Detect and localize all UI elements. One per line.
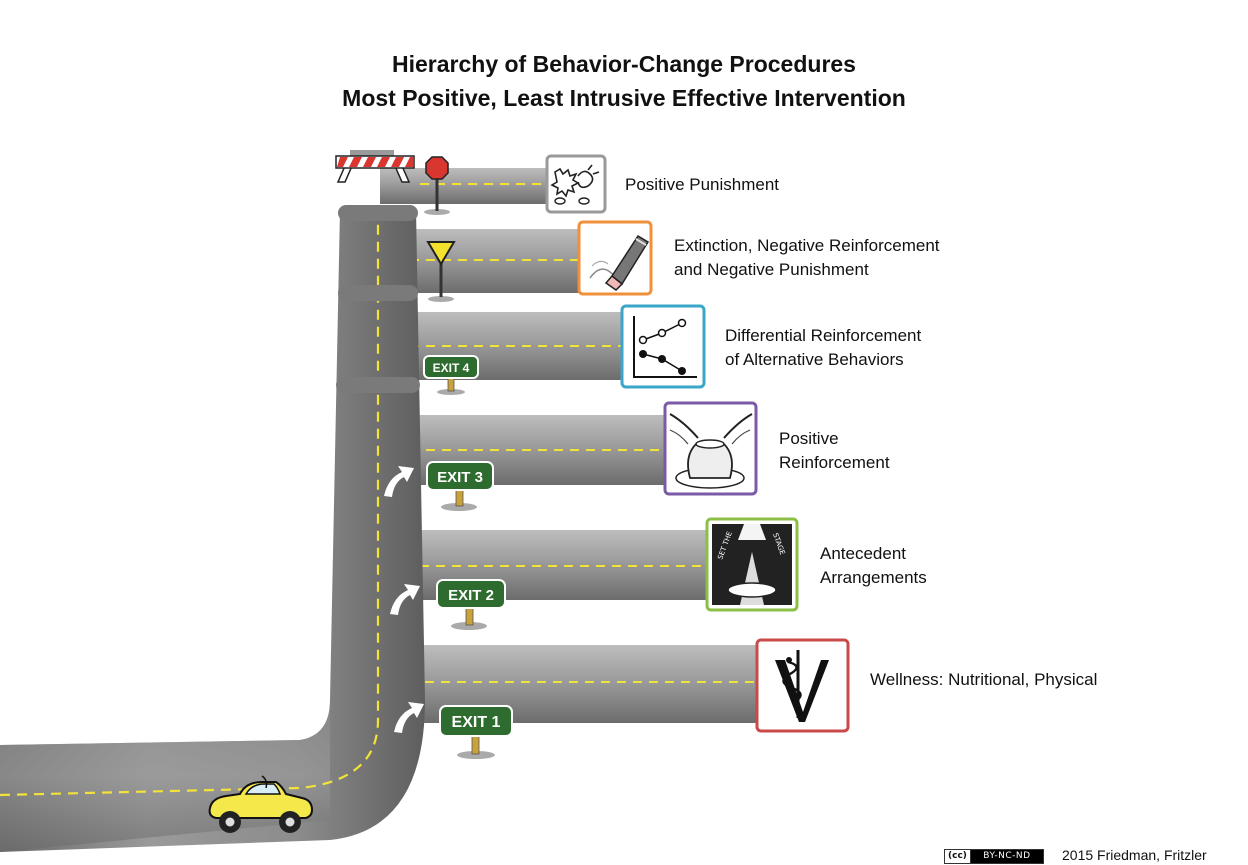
level-label-line: Antecedent	[820, 544, 907, 563]
turn-arrow-icon	[384, 466, 414, 497]
level-label-line: Extinction, Negative Reinforcement	[674, 236, 940, 255]
level-label-line: of Alternative Behaviors	[725, 350, 904, 369]
line-chart-icon	[620, 304, 706, 389]
exit-sign-4-label: EXIT 4	[433, 361, 470, 375]
exit-sign-3-label: EXIT 3	[437, 469, 483, 486]
level-label-line: Positive	[779, 429, 839, 448]
level-label-line: Differential Reinforcement	[725, 326, 922, 345]
level-label-positive-reinforcement: Positive Reinforcement	[779, 427, 890, 475]
cc-logo: (cc)	[945, 850, 971, 863]
exit-sign-2-label: EXIT 2	[448, 587, 494, 604]
turn-arrow-icon	[394, 702, 424, 733]
level-label-line: Reinforcement	[779, 453, 890, 472]
level-label-line: and Negative Punishment	[674, 260, 869, 279]
exit-sign-2: EXIT 2	[436, 579, 506, 609]
exit-sign-4: EXIT 4	[423, 355, 479, 379]
credit-text: 2015 Friedman, Fritzler	[1062, 847, 1207, 863]
main-road	[0, 205, 425, 852]
level-label-line: Positive Punishment	[625, 175, 780, 194]
level-label-wellness: Wellness: Nutritional, Physical	[870, 668, 1097, 692]
caduceus-v-icon	[755, 638, 850, 733]
barricade-icon	[335, 150, 415, 183]
turn-arrow-icon	[390, 584, 420, 615]
pottery-hands-icon	[663, 401, 758, 496]
set-the-stage-icon: SET THE STAGE	[705, 517, 799, 612]
branch-road-1	[380, 168, 560, 204]
cc-license-terms: BY-NC-ND	[970, 850, 1043, 863]
turn-arrows	[384, 466, 424, 733]
level-label-differential-reinforcement: Differential Reinforcement of Alternativ…	[725, 324, 921, 372]
yield-sign-icon	[426, 241, 456, 302]
car-icon	[208, 775, 314, 833]
title-line-2: Most Positive, Least Intrusive Effective…	[342, 85, 906, 111]
level-label-line: Wellness: Nutritional, Physical	[870, 670, 1098, 689]
exit-sign-1: EXIT 1	[439, 705, 513, 737]
level-label-line: Arrangements	[820, 568, 927, 587]
stop-sign-icon	[424, 156, 450, 215]
level-label-positive-punishment: Positive Punishment	[625, 173, 779, 197]
level-label-antecedent-arrangements: Antecedent Arrangements	[820, 542, 927, 590]
fighting-scribble-icon	[545, 154, 607, 214]
exit-sign-posts	[437, 375, 495, 759]
exit-sign-1-label: EXIT 1	[452, 714, 501, 731]
level-label-extinction: Extinction, Negative Reinforcement and N…	[674, 234, 940, 282]
eraser-icon	[577, 220, 653, 296]
cc-license-badge[interactable]: (cc) BY-NC-ND	[944, 849, 1044, 864]
title-line-1: Hierarchy of Behavior-Change Procedures	[392, 51, 856, 77]
exit-sign-3: EXIT 3	[426, 461, 494, 491]
